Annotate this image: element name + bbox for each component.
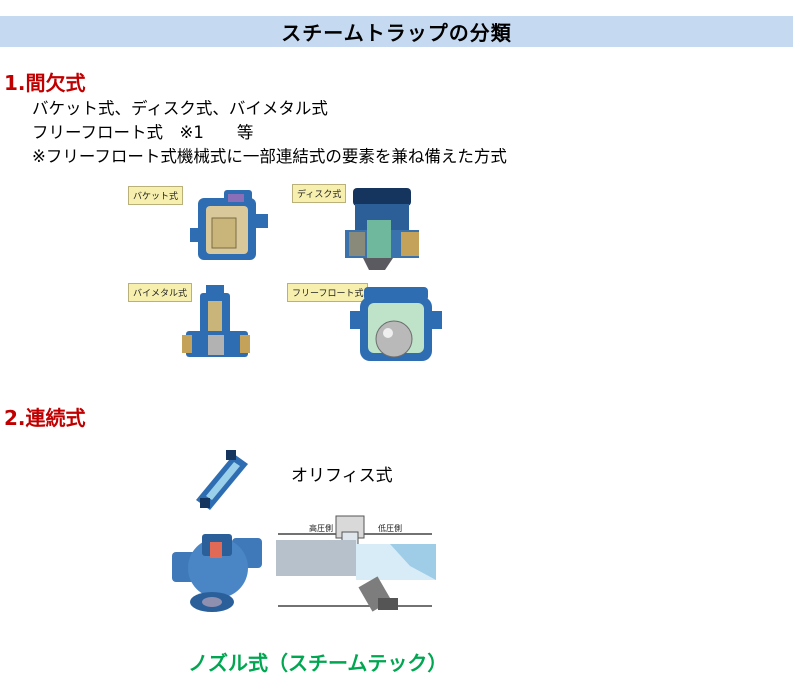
nozzle-type-label: ノズル式（スチームテック） (188, 647, 447, 676)
high-pressure-side-label: 高圧側 (309, 523, 333, 534)
section-1-line-2: フリーフロート式 ※1 等 (32, 119, 253, 143)
low-pressure-side-label: 低圧側 (378, 523, 402, 534)
section-1-line-3: ※フリーフロート式機械式に一部連結式の要素を兼ね備えた方式 (32, 143, 507, 167)
orifice-trap-illustration (190, 448, 254, 516)
section-1-line-1: バケット式、ディスク式、バイメタル式 (32, 95, 328, 119)
nozzle-trap-illustration (172, 522, 264, 614)
page-title-bar: スチームトラップの分類 (0, 16, 793, 47)
nozzle-cross-section-diagram (270, 514, 442, 614)
disc-trap-illustration (345, 184, 420, 272)
freefloat-trap-illustration (350, 283, 442, 367)
bucket-type-label: バケット式 (128, 186, 183, 205)
page-title: スチームトラップの分類 (281, 17, 511, 46)
section-2-heading: 2.連続式 (4, 402, 86, 431)
bimetal-trap-illustration (182, 283, 252, 363)
bucket-trap-illustration (190, 186, 270, 268)
disc-type-label: ディスク式 (292, 184, 346, 203)
section-1-heading: 1.間欠式 (4, 67, 86, 96)
orifice-type-label: オリフィス式 (291, 461, 393, 486)
